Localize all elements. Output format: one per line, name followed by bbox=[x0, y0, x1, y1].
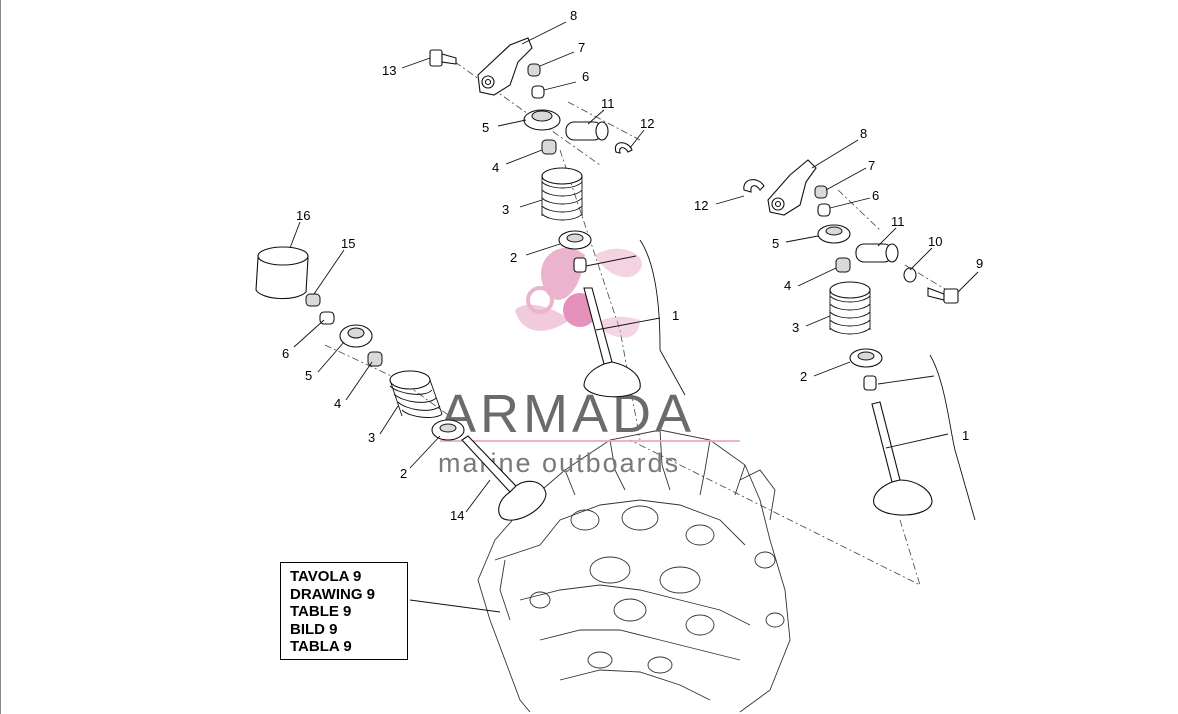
assembly-axes bbox=[324, 61, 951, 586]
spring-3 bbox=[541, 167, 583, 221]
callout-9: 9 bbox=[976, 256, 983, 271]
spring-3-left bbox=[389, 370, 443, 418]
circlip-12-right bbox=[743, 179, 765, 193]
drawing-label-tavola: TAVOLA 9 bbox=[290, 568, 362, 585]
drawing-label-bild: BILD 9 bbox=[290, 620, 338, 638]
callout-8-right: 8 bbox=[860, 126, 867, 141]
callout-4-right: 4 bbox=[784, 278, 791, 293]
circlip-12 bbox=[614, 142, 633, 154]
callout-5-right: 5 bbox=[772, 236, 779, 251]
callout-6-left: 6 bbox=[282, 346, 289, 361]
callout-12: 12 bbox=[640, 116, 654, 131]
callout-5-left: 5 bbox=[305, 368, 312, 383]
cotter-4 bbox=[541, 139, 557, 155]
callout-12-right: 12 bbox=[694, 198, 708, 213]
callout-4: 4 bbox=[492, 160, 499, 175]
callout-1: 1 bbox=[672, 308, 679, 323]
shim-7 bbox=[527, 63, 541, 77]
callout-16: 16 bbox=[296, 208, 310, 223]
drawing-label-table: TABLE 9 bbox=[290, 603, 352, 620]
cotter-4-right bbox=[835, 257, 851, 273]
retainer-5-left bbox=[339, 324, 373, 348]
valve-14 bbox=[461, 435, 547, 521]
valve-guide-right bbox=[863, 375, 877, 391]
callout-3-right: 3 bbox=[792, 320, 799, 335]
drawing-reference-box: TAVOLA 9 DRAWING 9 TABLE 9 BILD 9 TABLA … bbox=[280, 562, 408, 660]
keeper-6-right bbox=[817, 203, 831, 217]
spring-3-right bbox=[829, 281, 871, 335]
callout-7-right: 7 bbox=[868, 158, 875, 173]
callout-6: 6 bbox=[582, 69, 589, 84]
valve-assembly-right bbox=[743, 159, 976, 521]
rocker-shaft-11-right bbox=[855, 243, 899, 263]
callout-11: 11 bbox=[601, 96, 615, 111]
valve-1-right bbox=[871, 401, 933, 516]
rocker-shaft-11 bbox=[565, 121, 609, 141]
bucket-16 bbox=[255, 246, 309, 300]
callout-2: 2 bbox=[510, 250, 517, 265]
shim-15 bbox=[305, 293, 321, 307]
rocker-arm-8 bbox=[477, 37, 533, 96]
bolt-13 bbox=[429, 49, 457, 67]
bolt-9 bbox=[927, 287, 959, 304]
valve-1-top bbox=[583, 287, 641, 398]
valve-guide bbox=[573, 257, 587, 273]
washer-10 bbox=[903, 267, 917, 283]
armada-logo bbox=[440, 247, 740, 442]
cotter-4-left bbox=[367, 351, 383, 367]
valve-assembly-top bbox=[429, 37, 686, 398]
callout-11-right: 11 bbox=[891, 214, 905, 229]
shim-7-right bbox=[814, 185, 828, 199]
spring-seat-2-left bbox=[431, 419, 465, 441]
callout-7: 7 bbox=[578, 40, 585, 55]
callout-1-right: 1 bbox=[962, 428, 969, 443]
keeper-6 bbox=[531, 85, 545, 99]
callout-4-left: 4 bbox=[334, 396, 341, 411]
callout-10: 10 bbox=[928, 234, 942, 249]
callout-6-right: 6 bbox=[872, 188, 879, 203]
leader-lines bbox=[289, 21, 979, 613]
page-left-border bbox=[0, 0, 1, 714]
watermark-brand: ARMADA bbox=[440, 384, 695, 444]
callout-3-left: 3 bbox=[368, 430, 375, 445]
callout-labels: 8 7 13 6 11 5 12 4 3 2 1 16 15 6 5 4 3 2… bbox=[282, 8, 983, 523]
retainer-5 bbox=[523, 109, 561, 131]
callout-2-left: 2 bbox=[400, 466, 407, 481]
spring-seat-2 bbox=[558, 230, 592, 250]
drawing-label-tabla: TABLA 9 bbox=[290, 638, 352, 655]
valve-assembly-left bbox=[255, 246, 547, 521]
callout-2-right: 2 bbox=[800, 369, 807, 384]
retainer-5-right bbox=[817, 224, 851, 244]
cylinder-head bbox=[477, 429, 791, 713]
callout-5: 5 bbox=[482, 120, 489, 135]
callout-14: 14 bbox=[450, 508, 464, 523]
rocker-arm-8-right bbox=[767, 159, 817, 216]
drawing-label-drawing: DRAWING 9 bbox=[290, 585, 376, 603]
callout-3: 3 bbox=[502, 202, 509, 217]
callout-8: 8 bbox=[570, 8, 577, 23]
callout-13: 13 bbox=[382, 63, 396, 78]
callout-15: 15 bbox=[341, 236, 355, 251]
spring-seat-2-right bbox=[849, 348, 883, 368]
